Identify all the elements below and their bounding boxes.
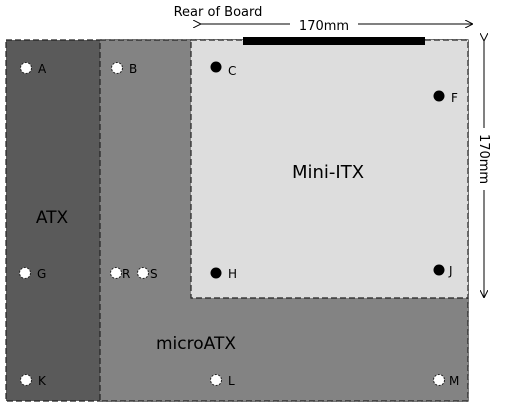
mounting-hole-c: C [210, 61, 236, 78]
hole-label-r: R [122, 267, 130, 281]
rear-of-board-label: Rear of Board [174, 5, 263, 20]
hole-label-l: L [228, 374, 235, 388]
hole-label-c: C [228, 64, 236, 78]
hole-label-a: A [38, 62, 47, 76]
mounting-hole-l: L [210, 374, 235, 388]
mounting-hole-h: H [210, 267, 237, 281]
hole-label-m: M [449, 374, 459, 388]
height-dimension-label-bg [476, 128, 494, 190]
mounting-hole-r: R [110, 267, 130, 281]
mounting-hole-f: F [433, 90, 458, 105]
hole-label-k: K [38, 374, 47, 388]
width-dimension-label: 170mm [299, 19, 349, 34]
microatx-label: microATX [156, 334, 236, 354]
hole-label-j: J [448, 264, 453, 278]
mounting-hole-j: J [433, 264, 453, 278]
height-dimension-label: 170mm [476, 134, 491, 184]
mounting-hole-k: K [20, 374, 47, 388]
mounting-hole-b: B [111, 62, 137, 76]
hole-label-g: G [37, 267, 46, 281]
mini-itx-label: Mini-ITX [292, 162, 364, 183]
mounting-hole-m: M [433, 374, 459, 388]
atx-label: ATX [36, 208, 69, 228]
hole-label-b: B [129, 62, 137, 76]
width-dimension-label-bg [290, 13, 358, 35]
mounting-hole-a: A [20, 62, 47, 76]
mini-itx-region [190, 39, 469, 299]
hole-label-s: S [150, 267, 158, 281]
hole-label-h: H [228, 267, 237, 281]
mounting-hole-s: S [137, 267, 158, 281]
rear-io-bar [243, 37, 425, 45]
mounting-hole-g: G [19, 267, 46, 281]
hole-label-f: F [451, 91, 458, 105]
